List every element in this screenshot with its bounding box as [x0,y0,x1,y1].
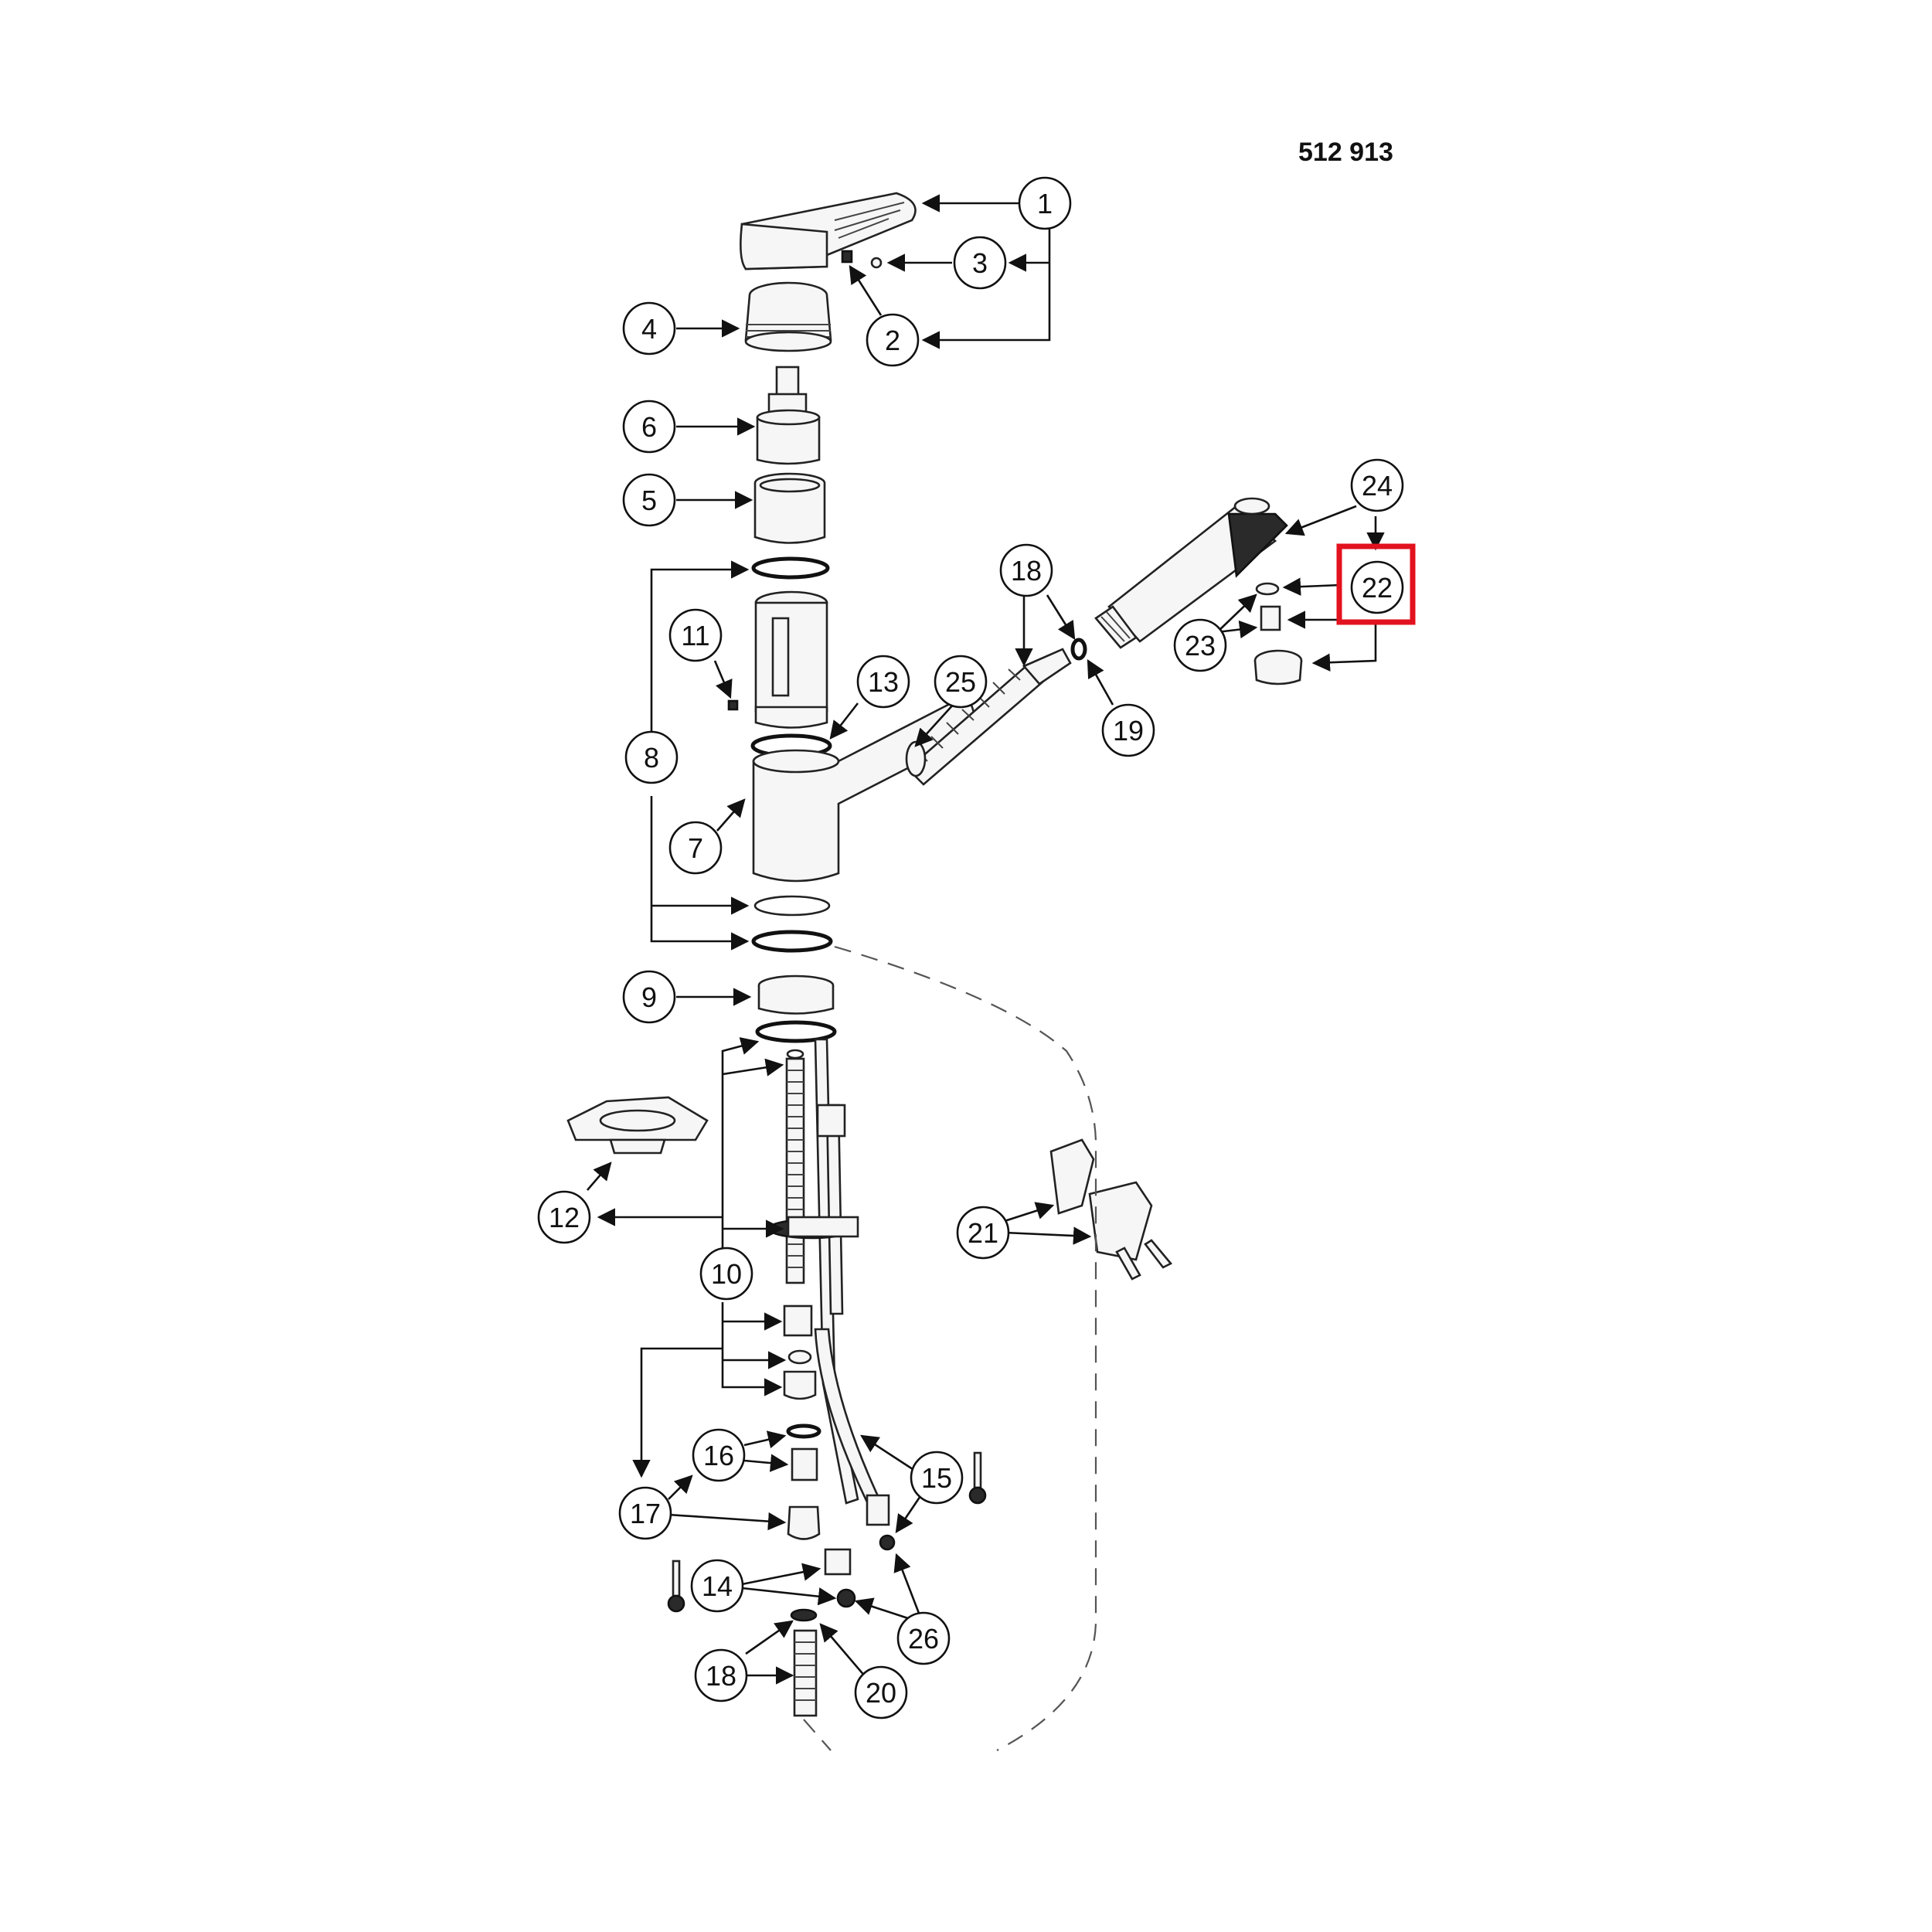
part-supply-pipes [814,1038,886,1516]
callout-9: 9 [622,970,676,1024]
part-cap [870,257,883,269]
part-seal-ring-lower-b [751,930,833,953]
svg-text:6: 6 [641,411,657,443]
callout-7: 7 [668,821,723,875]
svg-text:21: 21 [968,1217,998,1249]
part-hex-nut [783,1304,813,1337]
svg-text:4: 4 [641,313,657,345]
part-small-screw [727,699,739,711]
callout-4: 4 [622,301,676,355]
svg-text:24: 24 [1362,470,1393,502]
part-adapter-17 [787,1505,821,1540]
callout-20: 20 [854,1665,908,1719]
callout-12: 12 [537,1190,591,1244]
svg-text:7: 7 [688,832,703,864]
dashed-hose-path [834,945,1097,1751]
callout-10: 10 [699,1247,753,1301]
part-small-washer [787,1349,812,1365]
part-spray-head [1094,497,1288,649]
callout-3: 3 [953,236,1007,290]
svg-text:12: 12 [549,1202,580,1233]
callout-18-top: 18 [999,543,1053,597]
callout-11: 11 [668,608,723,662]
svg-text:3: 3 [972,247,988,279]
svg-text:26: 26 [908,1623,939,1655]
svg-text:5: 5 [641,485,657,516]
part-seal-ring-top [751,556,830,580]
part-washer-20 [790,1608,818,1622]
callout-24: 24 [1350,458,1404,512]
svg-text:23: 23 [1185,630,1216,662]
thermometer-icon-hot [968,1451,987,1505]
callout-21: 21 [956,1206,1010,1260]
part-valve-insert [754,590,828,729]
callout-2: 2 [866,313,920,367]
svg-text:1: 1 [1037,188,1053,219]
callout-6: 6 [622,400,676,454]
svg-text:19: 19 [1113,715,1144,747]
part-base-plate [566,1096,709,1155]
callout-23: 23 [1173,618,1227,672]
callout-22: 22 [1350,560,1404,614]
svg-text:16: 16 [703,1440,734,1471]
part-valve-26-bottom [836,1588,856,1608]
callout-13: 13 [856,655,910,709]
part-cartridge [756,366,821,465]
diagram-code: 512 913 [1298,138,1393,167]
thermometer-icon-cold [667,1560,685,1613]
svg-text:18: 18 [1011,555,1042,587]
callout-8: 8 [624,730,679,784]
part-pullout-hose [905,648,1072,786]
part-o-ring-10 [755,1020,837,1043]
svg-text:18: 18 [706,1660,736,1692]
svg-text:17: 17 [630,1498,661,1529]
part-bracket [1049,1138,1173,1281]
part-valve-26-top [879,1534,896,1551]
part-sleeve [753,472,826,544]
callout-15: 15 [910,1451,964,1505]
svg-text:8: 8 [644,742,659,774]
callout-18-bottom: 18 [694,1648,748,1702]
svg-text:13: 13 [868,666,899,698]
svg-text:20: 20 [866,1677,896,1709]
callout-5: 5 [622,473,676,527]
part-o-ring-16 [786,1423,821,1439]
callout-26: 26 [896,1611,951,1665]
dashed-hose-path-end [803,1719,832,1751]
callout-19: 19 [1101,703,1155,757]
part-aerator-set [1253,582,1303,685]
svg-text:25: 25 [945,666,976,698]
svg-text:14: 14 [702,1570,733,1602]
part-cover-nut [744,281,832,352]
part-hose-18-bottom [793,1629,818,1717]
part-coupling [783,1370,817,1400]
part-base-ring [757,975,835,1015]
svg-text:11: 11 [681,620,709,651]
svg-text:9: 9 [641,981,657,1013]
callout-1: 1 [1018,176,1072,230]
part-lever-handle [740,192,917,270]
callout-17: 17 [618,1486,672,1540]
part-adapter-16 [791,1447,818,1481]
svg-text:10: 10 [711,1258,742,1290]
svg-text:15: 15 [921,1462,952,1494]
part-threaded-rod [785,1049,805,1284]
part-washer-18 [1070,638,1087,661]
callout-25: 25 [934,655,988,709]
part-clamp-washer [767,1216,859,1240]
svg-text:22: 22 [1362,572,1393,604]
part-grub-screw [841,250,853,264]
leader-lines [587,194,1385,1685]
callout-14: 14 [690,1559,744,1613]
part-seal-ring-lower-a [753,895,831,917]
part-hose-end-14 [824,1548,852,1576]
part-hose-end-15 [866,1494,890,1526]
highlight-box-callout-22 [1336,543,1416,625]
callout-16: 16 [692,1428,746,1482]
svg-text:2: 2 [885,325,900,356]
